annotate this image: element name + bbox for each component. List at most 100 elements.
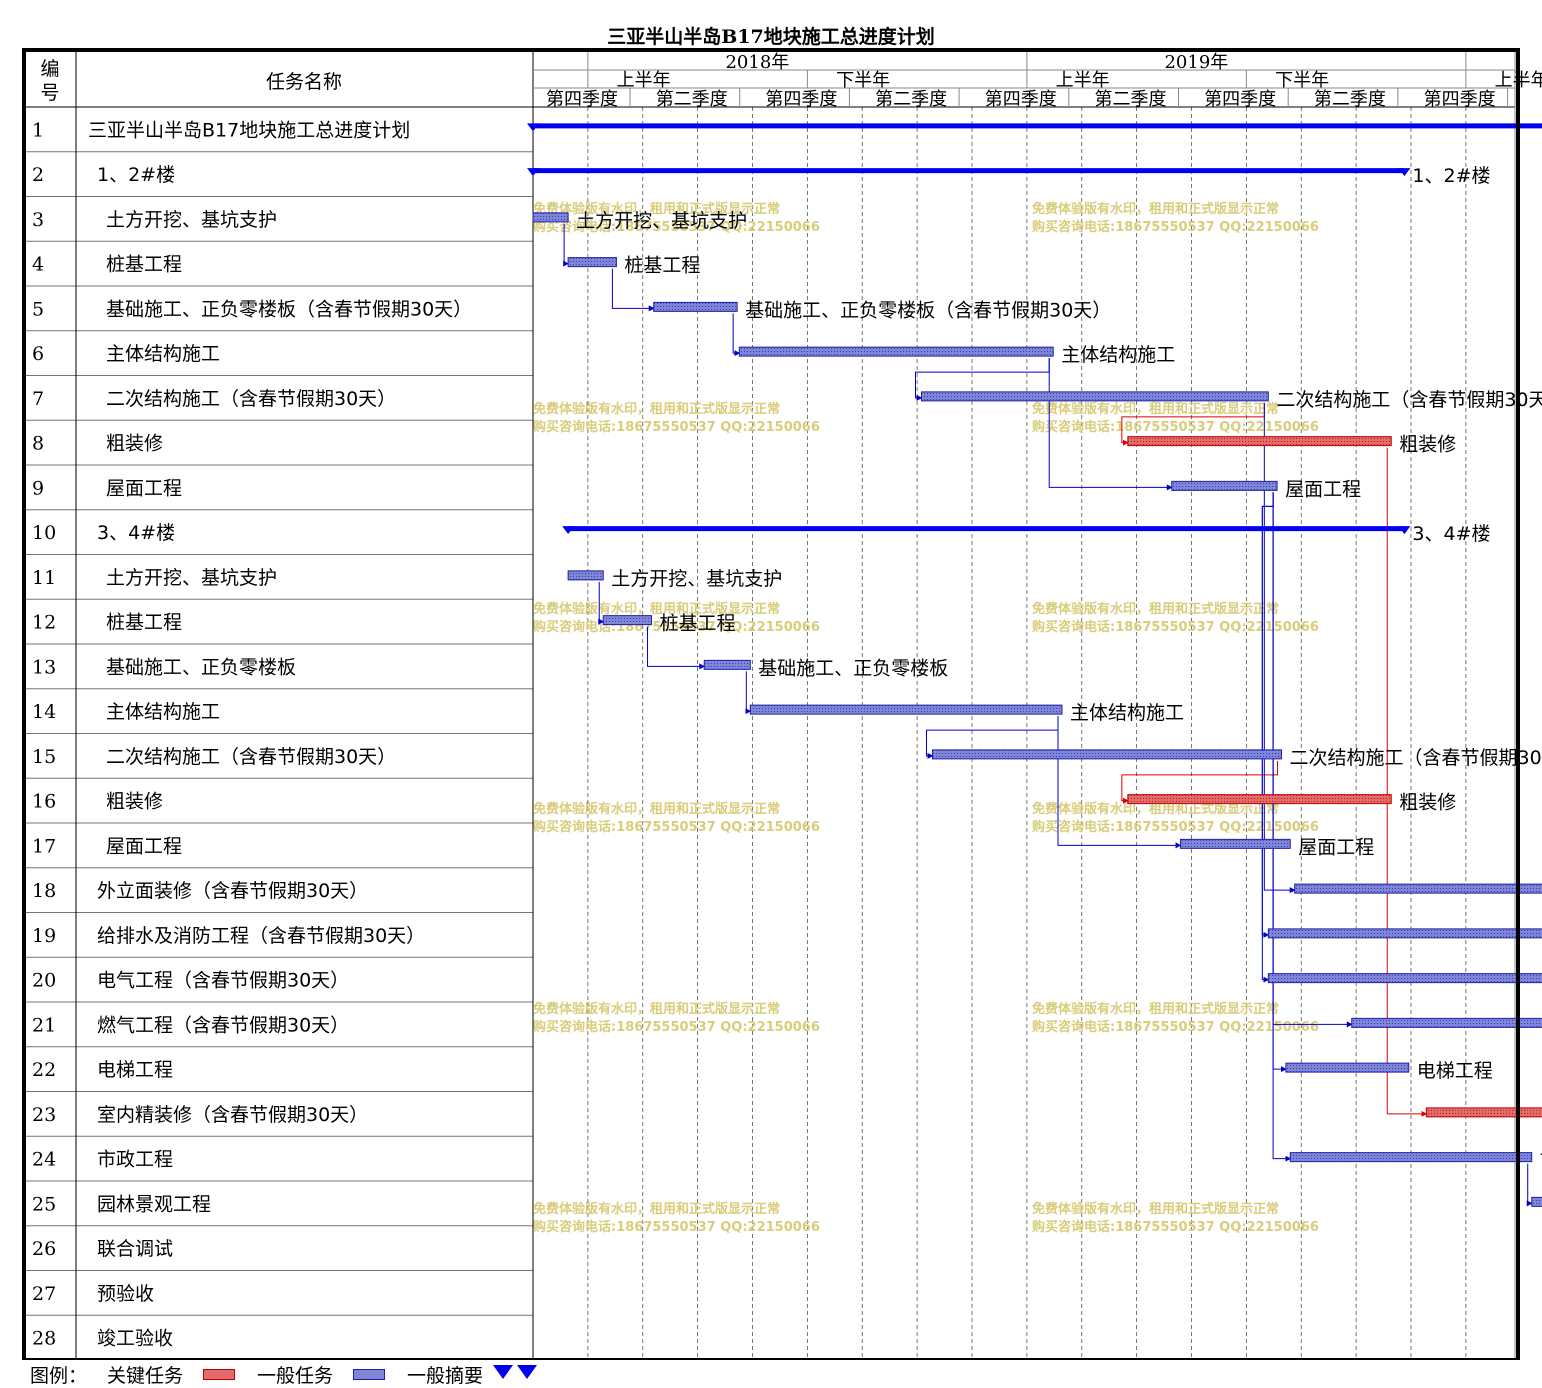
watermark-line1: 免费体验版有水印，租用和正式版显示正常: [533, 1001, 780, 1017]
watermark-line2: 购买咨询电话:18675550537 QQ:22150066: [1032, 219, 1319, 235]
task-bar: [749, 704, 1063, 715]
task-number: 19: [32, 925, 56, 947]
task-name: 电气工程（含春节假期30天）: [97, 970, 349, 992]
task-bar: [1351, 1017, 1542, 1028]
legend-critical-swatch: [203, 1368, 236, 1380]
legend-summary-label: 一般摘要: [407, 1364, 484, 1387]
task-number: 11: [32, 567, 56, 589]
watermark-line1: 免费体验版有水印，租用和正式版显示正常: [533, 1201, 780, 1217]
dependency-link: [1386, 447, 1428, 1117]
watermark-line2: 购买咨询电话:18675550537 QQ:22150066: [533, 219, 820, 235]
task-number: 1: [32, 119, 44, 141]
task-name: 市政工程: [97, 1149, 173, 1171]
watermark-line1: 免费体验版有水印，租用和正式版显示正常: [1032, 401, 1279, 417]
task-name: 基础施工、正负零楼板（含春节假期30天）: [106, 298, 472, 320]
task-number: 26: [32, 1238, 56, 1260]
task-name: 园林景观工程: [97, 1193, 211, 1215]
task-name: 粗装修: [106, 791, 163, 813]
task-number: 3: [32, 209, 44, 231]
quarter-label: 第四季度: [765, 89, 837, 110]
task-name: 给排水及消防工程（含春节假期30天）: [97, 925, 425, 947]
half-year-label: 下半年: [1275, 70, 1329, 91]
dependency-link: [563, 223, 570, 267]
task-number: 9: [32, 477, 44, 499]
critical-task-bar: [1127, 436, 1392, 447]
task-bar: [653, 301, 738, 312]
critical-task-bar: [1127, 794, 1392, 805]
task-name: 屋面工程: [106, 477, 182, 499]
task-number: 21: [32, 1014, 56, 1036]
task-name: 主体结构施工: [106, 343, 220, 365]
quarter-label: 第四季度: [985, 89, 1057, 110]
summary-bar: [533, 168, 1405, 174]
quarter-label: 第四季度: [1204, 89, 1276, 110]
task-bar: [703, 659, 751, 670]
task-bar-label: 桩基工程: [660, 613, 736, 635]
legend-normal-label: 一般任务: [257, 1364, 334, 1387]
task-bar-label: 屋面工程: [1298, 836, 1374, 858]
half-year-label: 上半年: [617, 70, 671, 91]
watermark-line1: 免费体验版有水印，租用和正式版显示正常: [533, 201, 780, 217]
task-bar-label: 粗装修: [1399, 434, 1456, 456]
watermark-line2: 购买咨询电话:18675550537 QQ:22150066: [1032, 819, 1319, 835]
year-label: 2019年: [1164, 52, 1228, 73]
task-name: 电梯工程: [97, 1059, 173, 1081]
task-bar-label: 3、4#楼: [1412, 523, 1490, 545]
quarter-label: 第二季度: [1095, 89, 1167, 110]
watermark-line1: 免费体验版有水印，租用和正式版显示正常: [1032, 201, 1279, 217]
task-bar: [602, 615, 653, 626]
half-year-label: 上半年: [1056, 70, 1110, 91]
task-number: 23: [32, 1104, 56, 1126]
task-number: 8: [32, 433, 44, 455]
task-number: 28: [32, 1328, 56, 1350]
task-bar-label: 1、2#楼: [1412, 165, 1490, 187]
dependency-link: [1263, 402, 1296, 894]
task-number: 2: [32, 164, 44, 186]
task-name: 主体结构施工: [106, 701, 220, 723]
watermark-line2: 购买咨询电话:18675550537 QQ:22150066: [1032, 1019, 1319, 1035]
dependency-link: [611, 268, 655, 312]
task-bar: [532, 212, 569, 223]
task-name: 粗装修: [106, 433, 163, 455]
quarter-label: 第二季度: [656, 89, 728, 110]
task-bar: [1294, 883, 1542, 894]
task-bar: [567, 570, 604, 581]
task-name: 三亚半山半岛B17地块施工总进度计划: [88, 119, 410, 141]
legend-summary-swatch: [493, 1365, 538, 1383]
task-number: 25: [32, 1193, 56, 1215]
watermark-line2: 购买咨询电话:18675550537 QQ:22150066: [533, 1019, 820, 1035]
task-name: 3、4#楼: [97, 522, 175, 544]
task-name: 联合调试: [97, 1238, 173, 1260]
task-name: 竣工验收: [97, 1328, 173, 1350]
task-name: 桩基工程: [106, 254, 182, 276]
dependency-link: [1526, 1163, 1533, 1207]
watermark-line1: 免费体验版有水印，租用和正式版显示正常: [1032, 801, 1279, 817]
watermark-line1: 免费体验版有水印，租用和正式版显示正常: [533, 801, 780, 817]
task-bar-label: 主体结构施工: [1061, 344, 1175, 366]
dependency-link: [1272, 492, 1292, 1162]
task-bar-label: 屋面工程: [1285, 478, 1361, 500]
watermark-line1: 免费体验版有水印，租用和正式版显示正常: [1032, 1001, 1279, 1017]
task-number: 14: [32, 701, 56, 723]
legend-label: 图例：: [30, 1364, 88, 1387]
watermark-line2: 购买咨询电话:18675550537 QQ:22150066: [1032, 419, 1319, 435]
col-no-header-1: 编: [40, 58, 59, 80]
task-name: 预验收: [97, 1283, 154, 1305]
year-label: 2018年: [725, 52, 789, 73]
task-number: 16: [32, 791, 56, 813]
col-no-header-2: 号: [40, 82, 59, 104]
summary-bar: [568, 526, 1405, 532]
task-bar-label: 基础施工、正负零楼板: [758, 657, 948, 679]
dependency-link: [732, 313, 741, 357]
quarter-label: 第四季度: [1424, 89, 1496, 110]
quarter-label: 第二季度: [1314, 89, 1386, 110]
task-bar-label: 土方开挖、基坑支护: [611, 568, 782, 590]
task-name: 1、2#楼: [97, 164, 175, 186]
summary-end-marker: [1398, 526, 1411, 535]
task-bar-label: 二次结构施工（含春节假期30天）: [1276, 389, 1542, 411]
task-number: 20: [32, 970, 56, 992]
task-name: 二次结构施工（含春节假期30天）: [106, 388, 396, 410]
task-number: 7: [32, 388, 44, 410]
task-name: 桩基工程: [106, 612, 182, 634]
task-bar: [1285, 1062, 1410, 1073]
